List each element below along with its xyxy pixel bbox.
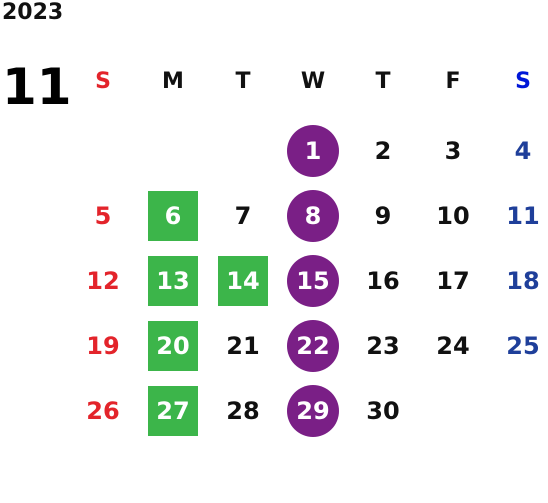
day-cell: 12: [86, 267, 120, 295]
day-cell: 22: [287, 320, 339, 372]
day-cell: 13: [148, 256, 198, 306]
day-cell: 3: [444, 137, 462, 165]
day-cell: 10: [436, 202, 470, 230]
weekday-header: M: [162, 68, 184, 94]
day-cell: 30: [366, 397, 400, 425]
day-cell: 18: [506, 267, 540, 295]
day-cell: 1: [287, 125, 339, 177]
year-label: 2023: [2, 0, 64, 25]
weekday-header: F: [445, 68, 461, 94]
day-cell: 11: [506, 202, 540, 230]
day-cell: 9: [374, 202, 392, 230]
day-cell: 20: [148, 321, 198, 371]
weekday-header: S: [515, 68, 531, 94]
day-cell: 7: [234, 202, 252, 230]
day-cell: 24: [436, 332, 470, 360]
day-cell: 19: [86, 332, 120, 360]
day-cell: 16: [366, 267, 400, 295]
weekday-header: T: [235, 68, 251, 94]
month-number: 11: [2, 58, 72, 116]
day-cell: 25: [506, 332, 540, 360]
day-cell: 17: [436, 267, 470, 295]
weekday-header: S: [95, 68, 111, 94]
day-cell: 2: [374, 137, 392, 165]
weekday-header: W: [300, 68, 326, 94]
weekday-header: T: [375, 68, 391, 94]
day-cell: 28: [226, 397, 260, 425]
day-cell: 4: [514, 137, 532, 165]
day-cell: 29: [287, 385, 339, 437]
day-cell: 23: [366, 332, 400, 360]
day-cell: 27: [148, 386, 198, 436]
day-cell: 15: [287, 255, 339, 307]
day-cell: 21: [226, 332, 260, 360]
day-cell: 5: [94, 202, 112, 230]
day-cell: 6: [148, 191, 198, 241]
day-cell: 14: [218, 256, 268, 306]
day-cell: 8: [287, 190, 339, 242]
day-cell: 26: [86, 397, 120, 425]
